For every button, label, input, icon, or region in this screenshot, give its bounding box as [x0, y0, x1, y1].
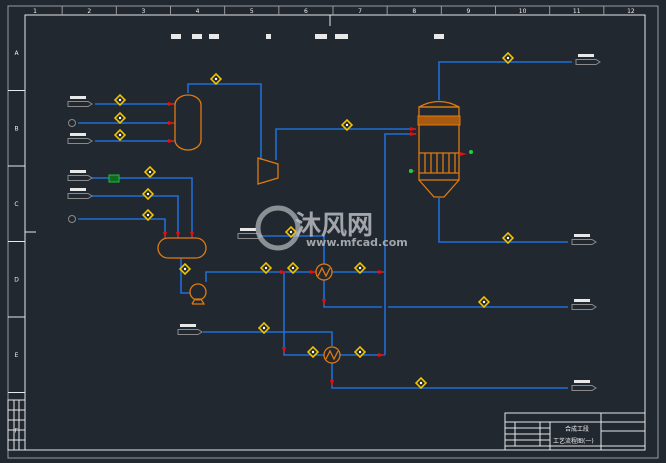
flow-arrows — [163, 102, 467, 387]
stream-tag — [177, 329, 203, 335]
column-number: 2 — [87, 8, 91, 15]
control-valve[interactable] — [108, 174, 120, 183]
row-letter-strip: A B C D E F — [8, 50, 25, 434]
row-letter: B — [14, 125, 18, 132]
column-number: 9 — [467, 8, 471, 15]
title-block: 合成工段 工艺流程图(一) — [504, 412, 646, 451]
stream-tag — [67, 175, 93, 181]
stream-tag — [67, 101, 93, 107]
horizontal-vessel[interactable] — [157, 237, 207, 259]
compressor[interactable] — [257, 157, 279, 185]
stream-tags — [67, 54, 601, 391]
absorption-column[interactable] — [417, 100, 461, 198]
stream-source-icon — [68, 119, 76, 127]
stream-markers — [113, 51, 515, 390]
column-number: 12 — [627, 8, 635, 15]
green-connection-point — [409, 169, 413, 173]
top-stream-labels — [171, 34, 444, 39]
stream-tag — [571, 385, 597, 391]
pump[interactable] — [189, 283, 207, 305]
row-letter: A — [14, 50, 19, 57]
stream-source-icon — [68, 215, 76, 223]
row-letter: C — [14, 201, 18, 208]
vertical-vessel[interactable] — [174, 94, 202, 151]
drawing-title: 工艺流程图(一) — [553, 437, 594, 445]
column-number: 10 — [519, 8, 527, 15]
column-number: 4 — [196, 8, 200, 15]
column-number: 6 — [304, 8, 308, 15]
column-number: 1 — [33, 8, 37, 15]
row-letter: E — [15, 352, 19, 359]
column-number: 3 — [142, 8, 146, 15]
column-number: 7 — [358, 8, 362, 15]
column-number: 5 — [250, 8, 254, 15]
stream-tag — [575, 59, 601, 65]
green-connection-point — [469, 150, 473, 154]
project-name: 合成工段 — [565, 425, 589, 433]
row-letter: F — [15, 427, 19, 434]
revision-table — [7, 399, 26, 451]
heat-exchanger-1[interactable] — [315, 263, 333, 281]
column-number: 11 — [573, 8, 581, 15]
watermark-url: www.mfcad.com — [306, 236, 408, 249]
stream-tag — [67, 193, 93, 199]
stream-tag — [67, 138, 93, 144]
heat-exchanger-2[interactable] — [323, 346, 341, 364]
watermark-logo-icon — [255, 205, 301, 251]
stream-tag — [571, 304, 597, 310]
watermark: 沐风网 www.mfcad.com — [255, 205, 408, 251]
row-letter: D — [14, 276, 19, 283]
watermark-brand: 沐风网 — [295, 211, 373, 241]
stream-tag — [571, 239, 597, 245]
column-number: 8 — [412, 8, 416, 15]
